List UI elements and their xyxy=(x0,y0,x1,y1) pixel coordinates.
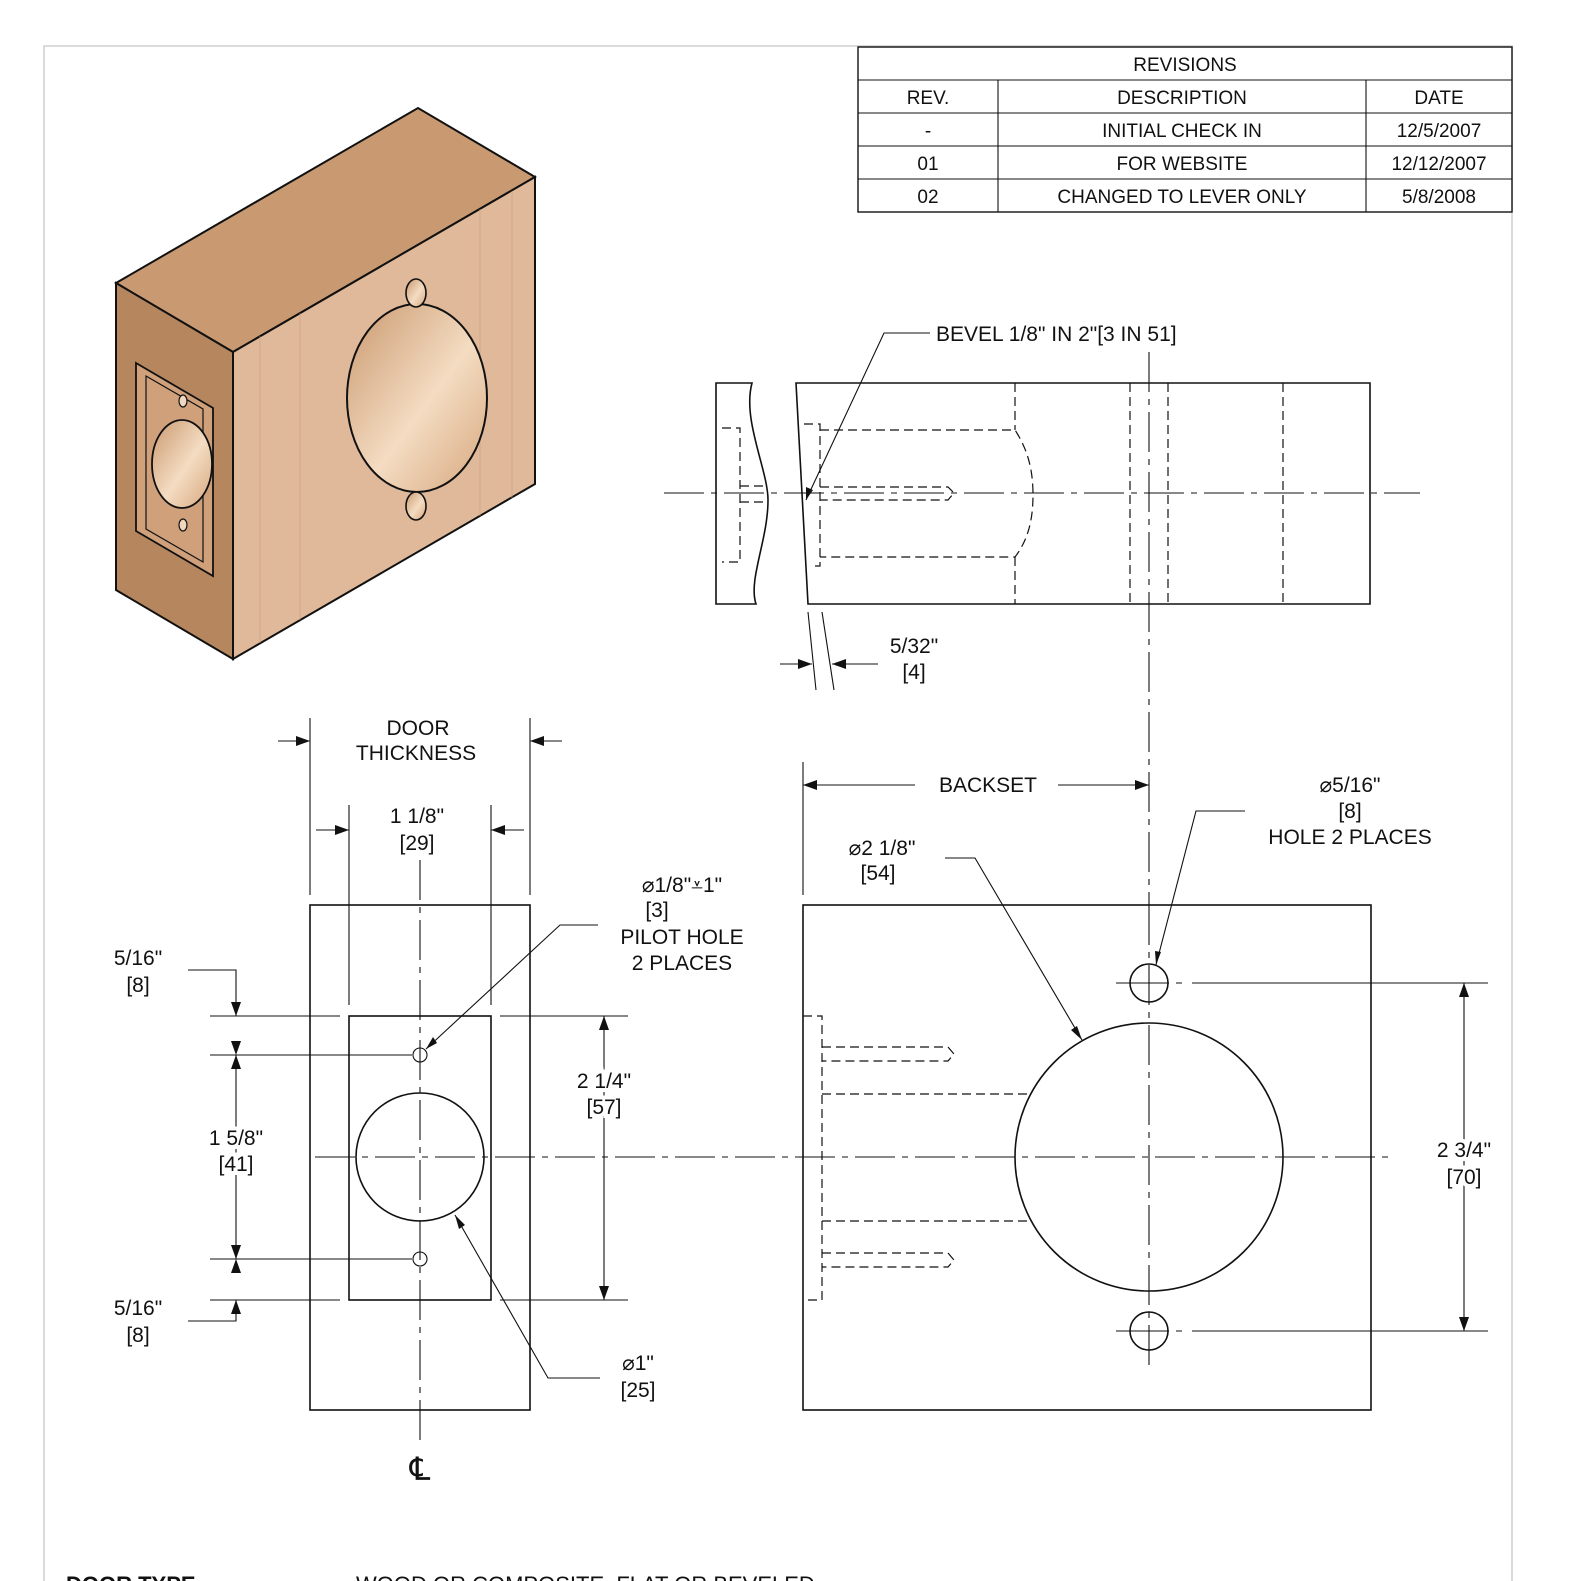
edge-bore-hole xyxy=(151,419,213,509)
revisions-cell: 12/12/2007 xyxy=(1391,154,1486,175)
screw-hole-dia: ⌀5/16" xyxy=(1320,774,1381,797)
door-thickness-label: DOOR xyxy=(387,717,450,740)
screw-hole-spacing-dim: 2 3/4" xyxy=(1437,1139,1491,1162)
faceplate-height-dim-mm: [57] xyxy=(586,1096,621,1119)
bottom-offset-dim: 5/16" xyxy=(114,1297,162,1320)
backset-label: BACKSET xyxy=(939,774,1037,797)
pilot-hole-dia: ⌀1/8"⩡1" xyxy=(642,874,722,897)
top-offset-dim-mm: [8] xyxy=(126,974,149,997)
edge-view: DOOR THICKNESS 1 1/8" [29] ⌀1/8"⩡1" [3] … xyxy=(114,717,1390,1487)
isometric-door-block xyxy=(114,106,537,661)
door-thickness-label: THICKNESS xyxy=(356,742,476,765)
revisions-cell: INITIAL CHECK IN xyxy=(1102,121,1262,142)
bevel-offset-dim: 5/32" xyxy=(890,635,938,658)
revisions-cell: CHANGED TO LEVER ONLY xyxy=(1057,187,1307,208)
top-view: BEVEL 1/8" IN 2"[3 IN 51] 5/32" [4] xyxy=(664,323,1420,905)
screw-hole-dia-mm: [8] xyxy=(1338,800,1361,823)
top-offset-dim: 5/16" xyxy=(114,947,162,970)
faceplate-height-dim: 2 1/4" xyxy=(577,1070,631,1093)
pilot-spacing-dim-mm: [41] xyxy=(218,1153,253,1176)
centerline-symbol: ℄ xyxy=(409,1451,431,1487)
screw-hole-note: HOLE 2 PLACES xyxy=(1268,826,1431,849)
revisions-header-rev: REV. xyxy=(907,88,950,109)
revisions-cell: FOR WEBSITE xyxy=(1117,154,1248,175)
pilot-hole-note: 2 PLACES xyxy=(632,952,732,975)
pilot-hole-note: PILOT HOLE xyxy=(620,926,743,949)
revisions-header-date: DATE xyxy=(1414,88,1463,109)
screw-hole-spacing-dim-mm: [70] xyxy=(1446,1166,1481,1189)
edge-bore-dia: ⌀1" xyxy=(622,1352,654,1375)
pilot-spacing-dim: 1 5/8" xyxy=(209,1127,263,1150)
door-type-label: DOOR TYPE xyxy=(66,1572,196,1581)
pilot-hole-dia-mm: [3] xyxy=(645,899,668,922)
faceplate-width-dim-mm: [29] xyxy=(399,832,434,855)
bevel-offset-dim-mm: [4] xyxy=(902,661,925,684)
revisions-header-description: DESCRIPTION xyxy=(1117,88,1247,109)
face-view: BACKSET ⌀2 1/8" [54] ⌀5/16" [8] HOLE 2 P… xyxy=(802,762,1495,1411)
revisions-cell: - xyxy=(925,121,931,142)
bevel-callout: BEVEL 1/8" IN 2"[3 IN 51] xyxy=(936,323,1177,346)
revisions-title: REVISIONS xyxy=(1133,55,1236,76)
face-bore-hole xyxy=(346,303,488,493)
sheet-border xyxy=(43,45,1513,1581)
door-type-value: WOOD OR COMPOSITE, FLAT OR BEVELED xyxy=(356,1572,815,1581)
revisions-cell: 5/8/2008 xyxy=(1402,187,1476,208)
edge-bore-dia-mm: [25] xyxy=(620,1379,655,1402)
revisions-cell: 02 xyxy=(917,187,938,208)
faceplate-width-dim: 1 1/8" xyxy=(390,805,444,828)
notes: DOOR TYPE WOOD OR COMPOSITE, FLAT OR BEV… xyxy=(66,1572,815,1581)
revisions-cell: 01 xyxy=(917,154,938,175)
face-bore-dia: ⌀2 1/8" xyxy=(849,837,916,860)
revisions-table: REVISIONS REV. DESCRIPTION DATE - INITIA… xyxy=(857,46,1513,213)
face-bore-dia-mm: [54] xyxy=(860,862,895,885)
revisions-cell: 12/5/2007 xyxy=(1397,121,1482,142)
bottom-offset-dim-mm: [8] xyxy=(126,1324,149,1347)
